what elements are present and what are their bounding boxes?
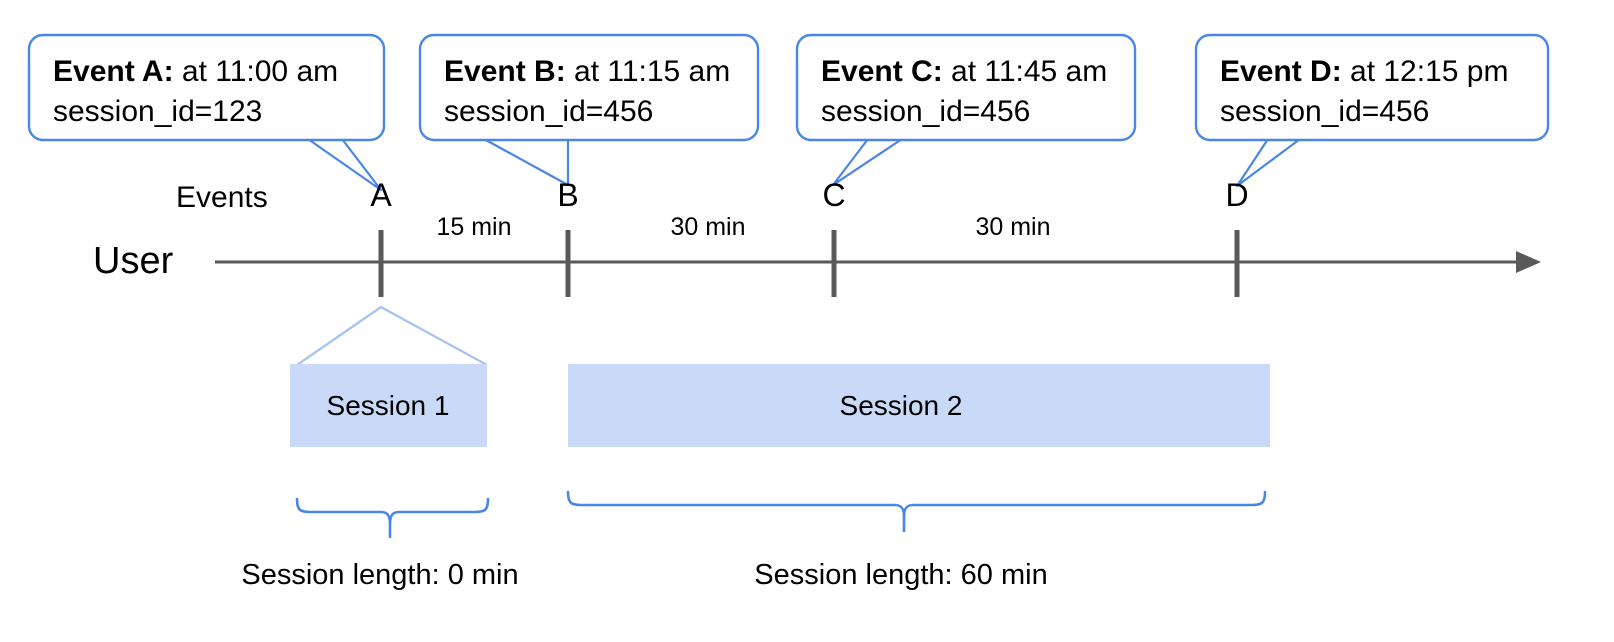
callout-event-d[interactable] (1194, 33, 1550, 188)
marker-label-d: D (1225, 177, 1249, 213)
timeline-axis (215, 251, 1541, 273)
callout-a-bubble (27, 33, 386, 142)
marker-label-a: A (370, 177, 392, 213)
row-label-user: User (93, 240, 174, 282)
session-1-length-label: Session length: 0 min (241, 559, 519, 591)
gap-label-c-d: 30 min (975, 213, 1051, 241)
callout-event-a[interactable] (27, 33, 386, 192)
session-1-box[interactable] (290, 364, 487, 447)
callout-c-bubble (795, 33, 1137, 142)
session-2-box[interactable] (568, 364, 1270, 447)
callout-d-bubble (1194, 33, 1550, 142)
callout-d-tail (1235, 138, 1301, 188)
callout-b-tail (483, 138, 570, 187)
gap-label-a-b: 15 min (436, 213, 512, 241)
marker-label-b: B (557, 177, 579, 213)
callout-c-tail (831, 138, 903, 187)
callout-b-bubble (418, 33, 760, 142)
gap-label-b-c: 30 min (670, 213, 746, 241)
session-1-connector (296, 305, 488, 367)
session-2-length-label: Session length: 60 min (754, 559, 1048, 591)
callout-a-tail (307, 138, 383, 192)
callout-event-c[interactable] (795, 33, 1137, 187)
callout-event-b[interactable] (418, 33, 760, 187)
session-1-brace (295, 497, 490, 538)
row-label-events: Events (176, 181, 268, 214)
axis-arrowhead (1516, 251, 1541, 273)
session-2-brace (566, 490, 1267, 532)
event-ticks (378, 230, 1240, 297)
marker-label-c: C (822, 177, 846, 213)
